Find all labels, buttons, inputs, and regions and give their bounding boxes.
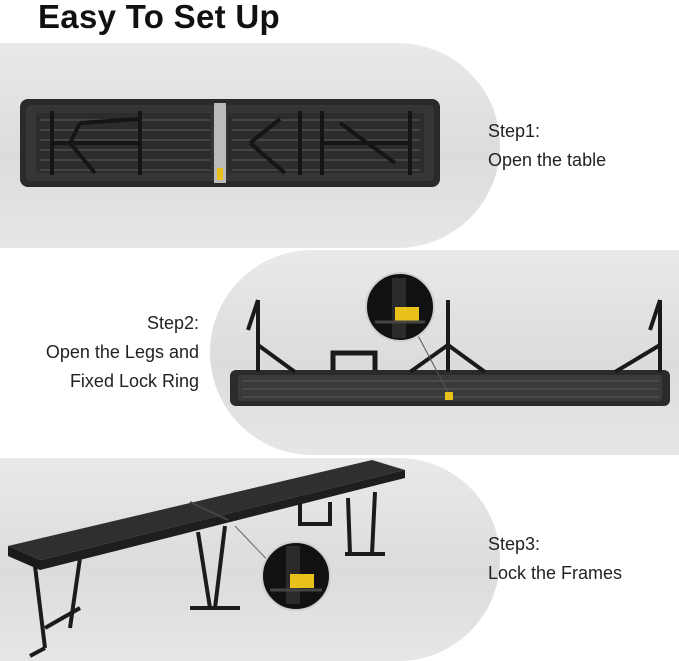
assembled-table-illustration: [8, 460, 405, 658]
step1-description: Open the table: [488, 150, 607, 170]
folded-table-underside-illustration: [20, 99, 440, 187]
step2-label: Step2:: [146, 313, 199, 333]
legs-open-illustration: [230, 272, 670, 406]
step1-text: Step1: Open the table: [488, 117, 606, 175]
step3-image-panel: [0, 458, 500, 661]
step1-image-panel: [0, 43, 500, 248]
step2-description-line1: Open the Legs and: [45, 342, 199, 362]
step2-image-panel: [210, 250, 679, 455]
page-title: Easy To Set Up: [38, 0, 280, 35]
step1-label: Step1:: [488, 121, 541, 141]
step3-label: Step3:: [488, 534, 541, 554]
step2-description-line2: Fixed Lock Ring: [69, 371, 199, 391]
step3-text: Step3: Lock the Frames: [488, 530, 622, 588]
step2-text: Step2: Open the Legs and Fixed Lock Ring: [0, 309, 199, 396]
step3-description: Lock the Frames: [488, 563, 623, 583]
